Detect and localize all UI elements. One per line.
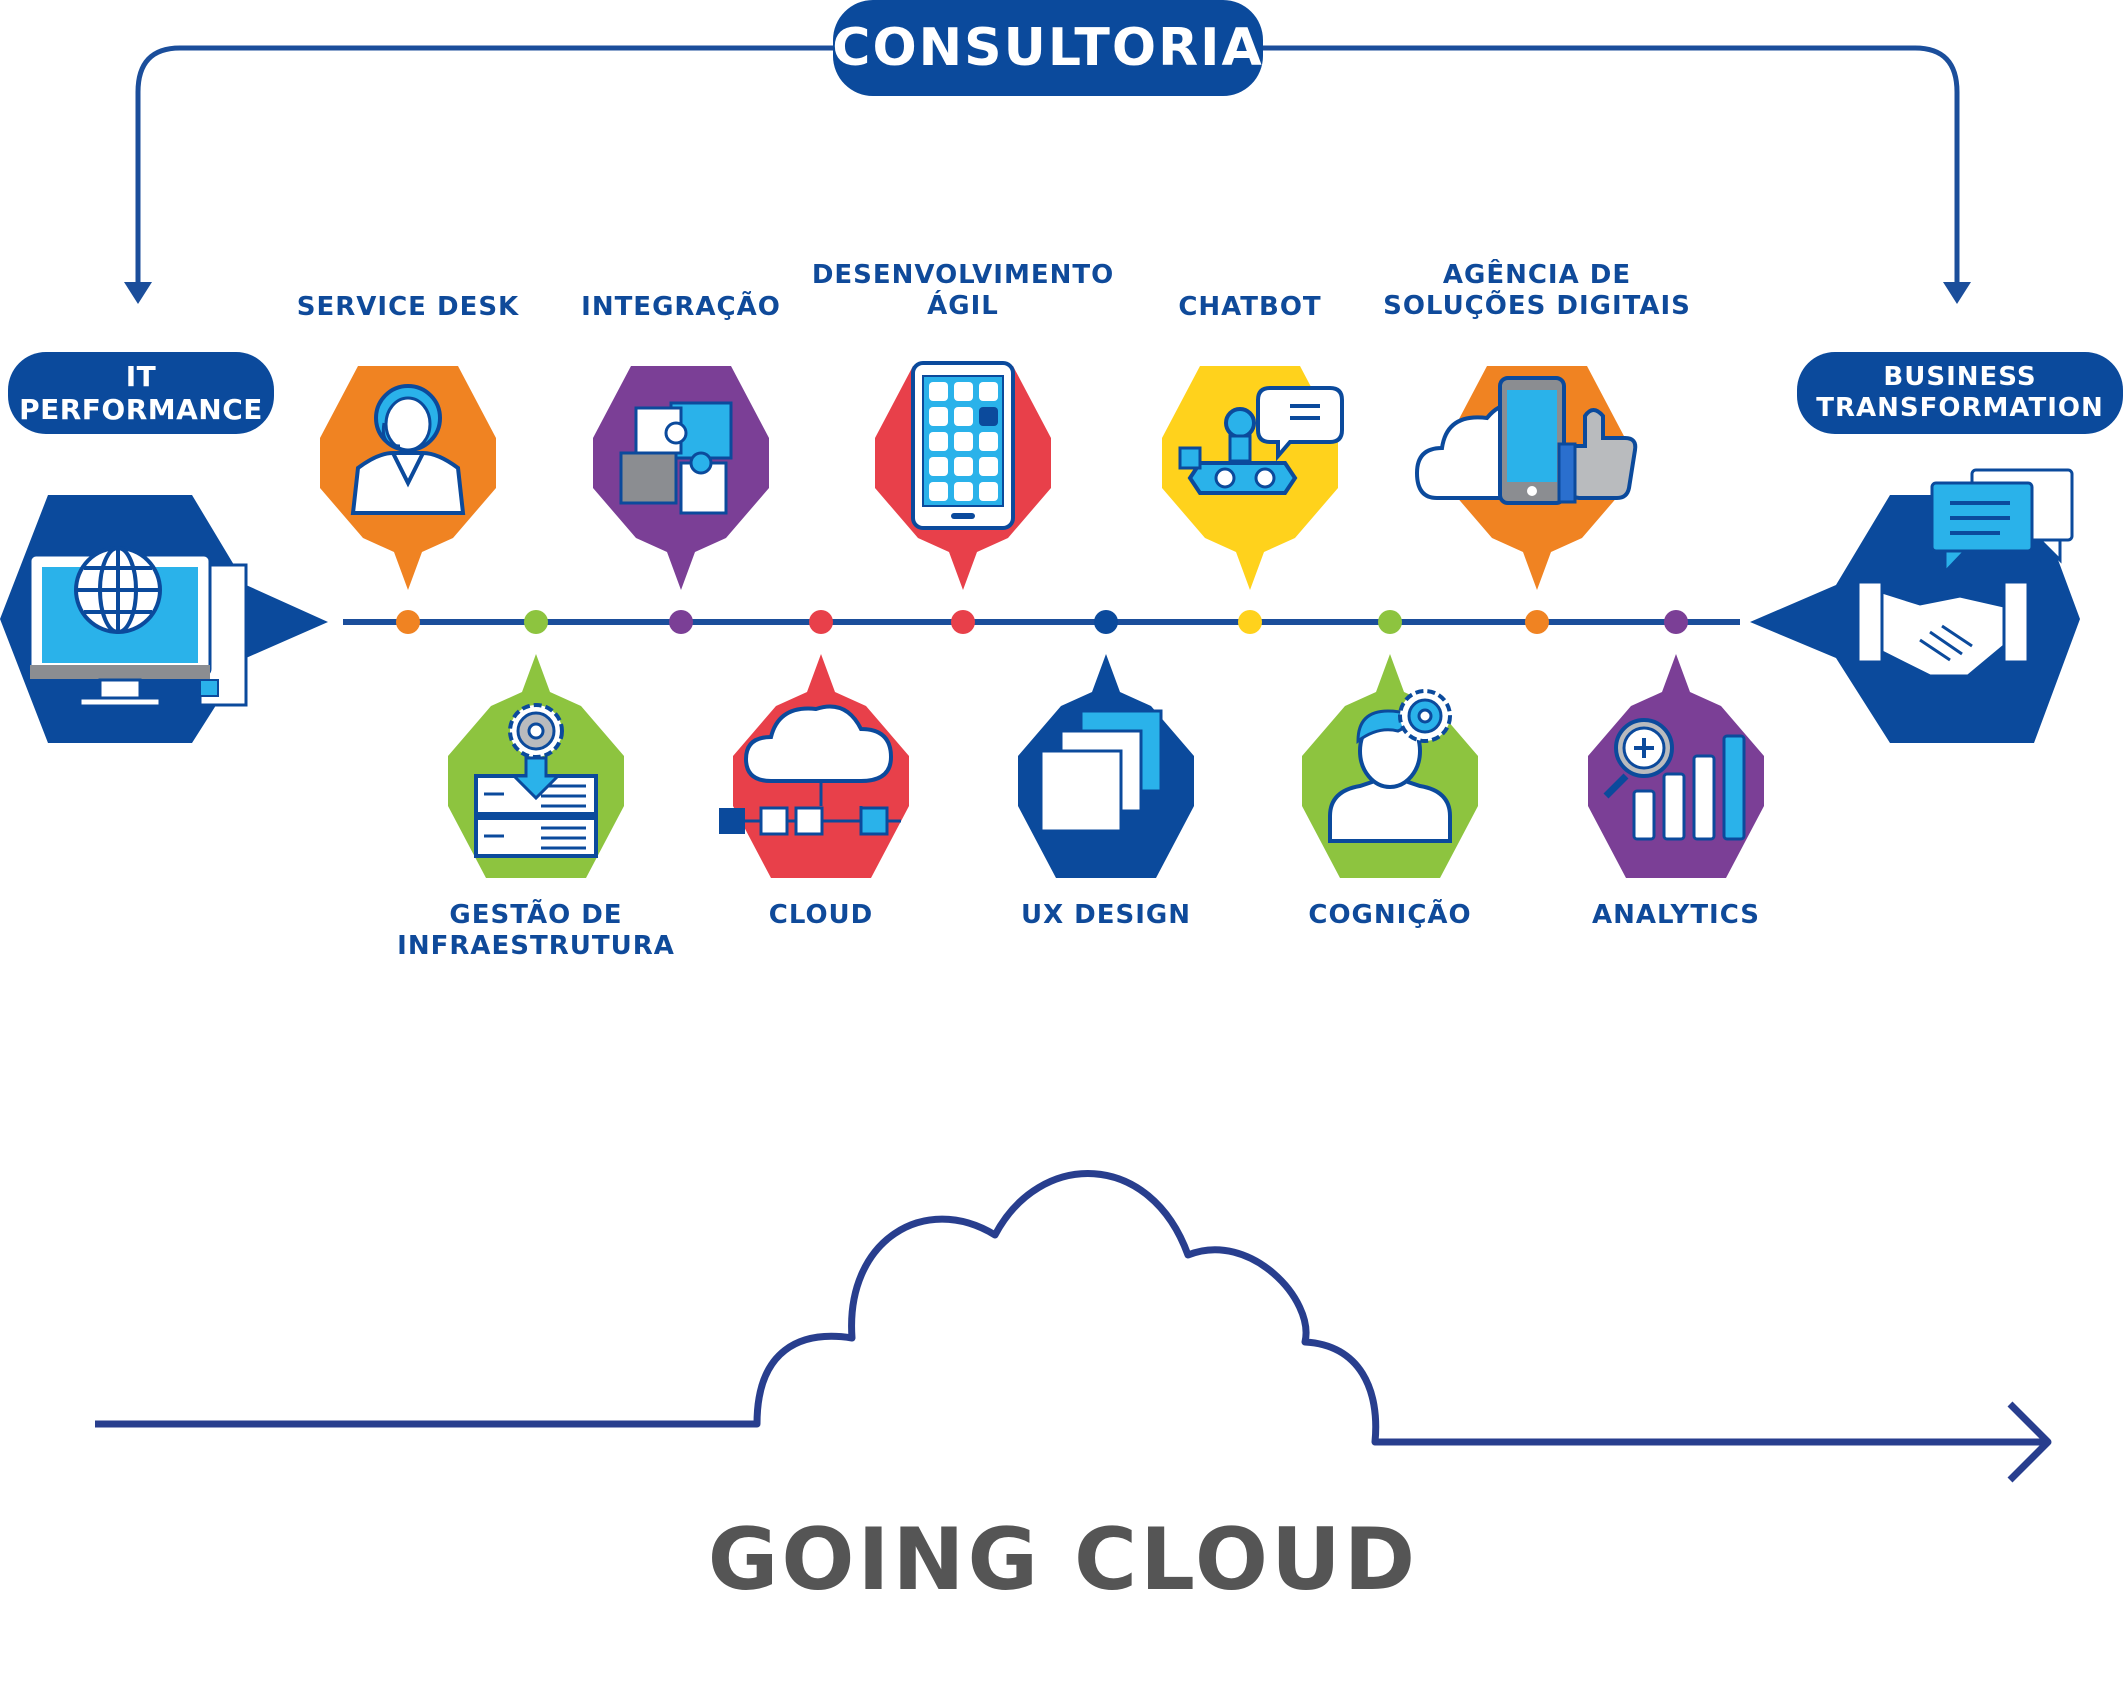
arrowhead-left	[124, 282, 152, 304]
going-cloud-path	[95, 1170, 2052, 1483]
label-cloud: CLOUD	[768, 900, 874, 930]
it-performance-badge: IT PERFORMANCE	[8, 352, 274, 434]
label-gestao-infraestrutura: GESTÃO DE INFRAESTRUTURA	[397, 900, 675, 961]
it-performance-hex	[0, 495, 328, 743]
consultoria-bracket	[135, 45, 1960, 290]
timeline-dot	[1664, 610, 1688, 634]
tablet-icon	[911, 361, 1015, 530]
layers-icon	[1039, 709, 1163, 833]
cloud-network-icon	[719, 704, 901, 836]
label-chatbot: CHATBOT	[1178, 292, 1322, 322]
timeline-dots	[396, 610, 1688, 634]
business-transformation-badge: BUSINESS TRANSFORMATION	[1797, 352, 2123, 434]
timeline-dot	[669, 610, 693, 634]
label-ux-design: UX DESIGN	[1020, 900, 1192, 930]
label-analytics: ANALYTICS	[1591, 900, 1761, 930]
timeline-dot	[1238, 610, 1262, 634]
timeline-dot	[809, 610, 833, 634]
business-transformation-hex	[1750, 468, 2080, 743]
timeline-dot	[951, 610, 975, 634]
label-agencia: AGÊNCIA DE SOLUÇÕES DIGITAIS	[1383, 260, 1691, 321]
label-desenvolvimento-agil: DESENVOLVIMENTO ÁGIL	[811, 260, 1115, 321]
top-item-hex	[1162, 366, 1344, 590]
puzzle-icon	[619, 401, 733, 515]
timeline-dot	[396, 610, 420, 634]
top-item-hex	[593, 366, 769, 590]
robot-chat-icon	[1178, 386, 1344, 495]
top-item-hex	[320, 366, 496, 590]
timeline-dot	[1378, 610, 1402, 634]
arrowhead-right	[1943, 282, 1971, 304]
bottom-item-hex	[1588, 654, 1764, 878]
consultoria-badge: CONSULTORIA	[832, 0, 1263, 96]
handshake-chat-icon	[1856, 468, 2074, 678]
bottom-item-hex	[719, 654, 909, 878]
bottom-item-hex	[448, 654, 624, 878]
timeline-dot	[1094, 610, 1118, 634]
bottom-item-hex	[1302, 654, 1478, 878]
bar-chart-magnifier-icon	[1603, 718, 1746, 841]
bottom-items	[448, 654, 1764, 878]
label-cognicao: COGNIÇÃO	[1308, 900, 1472, 930]
top-item-hex	[1414, 366, 1638, 590]
bottom-item-hex	[1018, 654, 1194, 878]
head-gear-icon	[1328, 689, 1452, 843]
headset-person-icon	[350, 384, 466, 515]
timeline-dot	[1525, 610, 1549, 634]
label-service-desk: SERVICE DESK	[296, 292, 520, 322]
top-item-hex	[875, 361, 1051, 590]
computer-globe-icon	[28, 546, 248, 708]
top-items	[320, 361, 1638, 590]
timeline-dot	[524, 610, 548, 634]
going-cloud-title: GOING CLOUD	[707, 1510, 1419, 1610]
label-integracao: INTEGRAÇÃO	[581, 292, 781, 322]
phone-thumbs-up-icon	[1414, 376, 1638, 505]
server-gear-icon	[474, 703, 598, 858]
